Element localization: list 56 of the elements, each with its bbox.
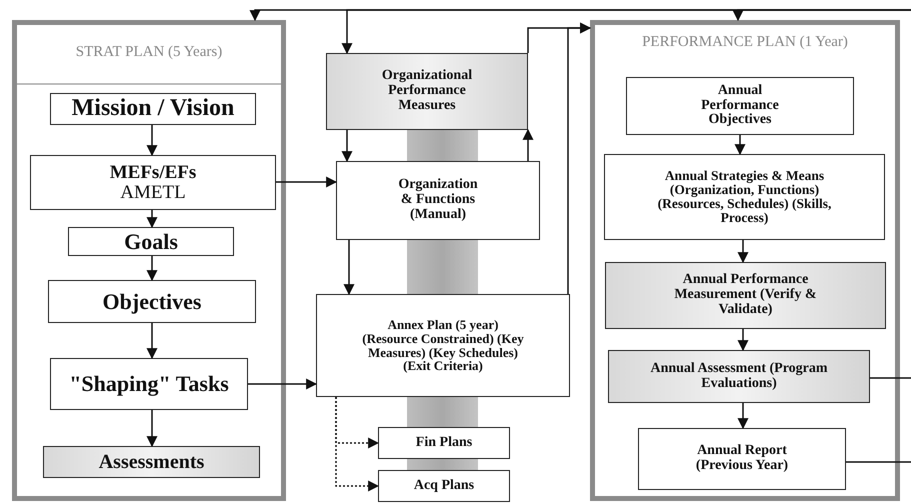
box-label: MEFs/EFs	[110, 162, 196, 182]
arrow	[335, 397, 380, 492]
box-label: Acq Plans	[414, 478, 474, 494]
box-label: Annual Report (Previous Year)	[694, 444, 790, 474]
arrow	[146, 410, 158, 448]
arrow	[738, 329, 748, 352]
arrow	[738, 403, 748, 430]
arrow	[248, 378, 318, 390]
process-box	[336, 161, 540, 240]
box-label: Organizational Performance Measures	[380, 69, 474, 114]
box-label: AMETL	[120, 182, 186, 202]
box-label: Objectives	[102, 290, 202, 314]
box-label: Assessments	[98, 452, 204, 472]
arrow	[732, 9, 911, 22]
process-box	[605, 262, 886, 329]
process-box	[43, 446, 260, 478]
box-label: Annex Plan (5 year) (Resource Constrained) (Key Measures) (Key Schedules) (Exit Criteria)	[361, 318, 525, 373]
box-label: Annual Performance Measurement (Verify & Validate)	[673, 273, 818, 318]
box-label: Annual Strategies & Means (Organization, Functions) (Resources, Schedules) (Skills, Process)	[656, 168, 832, 226]
arrow	[734, 135, 746, 156]
box-label: "Shaping" Tasks	[69, 372, 229, 396]
process-box	[608, 350, 870, 403]
arrow	[342, 130, 352, 162]
panel-heading: PERFORMANCE PLAN (1 Year)	[641, 33, 849, 51]
process-box	[316, 294, 570, 397]
arrow	[276, 176, 338, 188]
process-box	[50, 93, 256, 125]
arrow	[146, 125, 158, 156]
process-box	[48, 280, 256, 323]
plan-panel	[12, 20, 286, 501]
box-label: Mission / Vision	[72, 96, 234, 122]
process-box	[626, 77, 854, 135]
process-box	[604, 154, 885, 240]
arrow	[344, 240, 354, 296]
process-box	[326, 53, 528, 130]
arrow	[146, 323, 158, 360]
box-label: Annual Performance Objectives	[700, 84, 780, 128]
arrow	[146, 256, 158, 282]
process-box	[638, 428, 846, 490]
process-box	[68, 227, 234, 256]
box-label: Goals	[124, 230, 178, 254]
connector-line	[846, 461, 911, 463]
box-label: Organization & Functions (Manual)	[397, 178, 479, 223]
arrow	[738, 240, 748, 264]
arrow	[567, 22, 592, 294]
process-box	[378, 470, 510, 502]
box-label: Annual Assessment (Program Evaluations)	[649, 362, 829, 392]
process-box	[30, 155, 276, 210]
arrow	[146, 210, 158, 228]
process-box	[50, 358, 248, 410]
arrow	[522, 128, 534, 161]
process-box	[378, 427, 510, 459]
connector-line	[870, 377, 911, 379]
box-label: Fin Plans	[416, 436, 472, 450]
plan-panel	[590, 20, 900, 501]
panel-heading: STRAT PLAN (5 Years)	[74, 43, 224, 61]
